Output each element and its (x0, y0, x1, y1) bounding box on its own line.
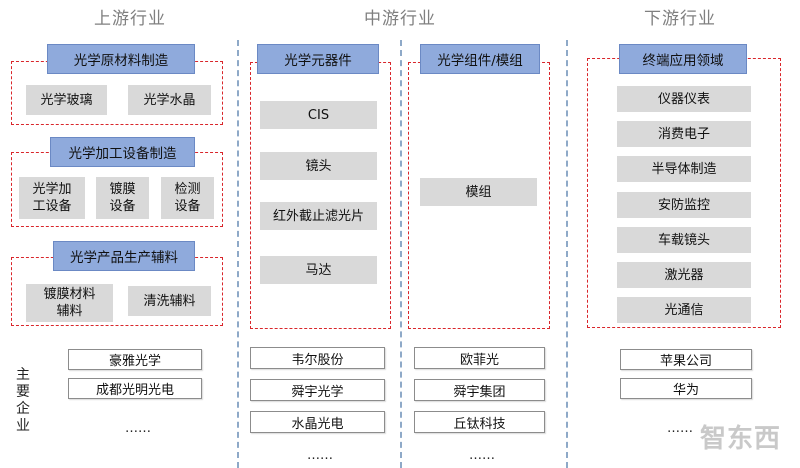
component-item-cis: CIS (260, 101, 377, 129)
separator-right (566, 40, 568, 468)
raw-materials-header: 光学原材料制造 (47, 44, 195, 74)
company-apple: 苹果公司 (620, 349, 752, 370)
equipment-item-testing: 检测 设备 (161, 177, 214, 219)
separator-left (237, 40, 239, 468)
company-will-semi: 韦尔股份 (250, 347, 385, 369)
components-header: 光学元器件 (257, 44, 379, 74)
equipment-item-processing: 光学加 工设备 (19, 177, 85, 219)
watermark-logo: 智东西 (700, 424, 782, 454)
downstream-companies-ellipsis: …… (667, 421, 693, 436)
upstream-title: 上游行业 (94, 9, 166, 29)
company-hoya: 豪雅光学 (68, 349, 202, 370)
component-item-ir-filter: 红外截止滤光片 (260, 202, 377, 230)
raw-material-item-crystal: 光学水晶 (128, 85, 211, 115)
equipment-header: 光学加工设备制造 (50, 137, 195, 167)
downstream-item-semiconductor: 半导体制造 (617, 156, 751, 182)
downstream-item-security: 安防监控 (617, 192, 751, 218)
auxiliary-item-cleaning: 清洗辅料 (128, 286, 211, 316)
downstream-item-vehicle-lens: 车载镜头 (617, 227, 751, 253)
company-cdgm: 成都光明光电 (68, 378, 202, 399)
main-companies-label: 主要企业 (16, 367, 30, 434)
module-item: 模组 (420, 178, 537, 206)
company-o-film: 欧菲光 (414, 347, 545, 369)
company-huawei: 华为 (620, 378, 752, 399)
company-sunny-optical: 舜宇光学 (250, 379, 385, 401)
downstream-item-laser: 激光器 (617, 262, 751, 288)
component-item-motor: 马达 (260, 256, 377, 284)
auxiliary-item-coating-materials: 镀膜材料 辅料 (26, 284, 113, 322)
downstream-item-consumer-electronics: 消费电子 (617, 121, 751, 147)
component-item-lens: 镜头 (260, 152, 377, 180)
company-crystal-optech: 水晶光电 (250, 411, 385, 433)
auxiliaries-header: 光学产品生产辅料 (53, 241, 195, 271)
upstream-companies-ellipsis: …… (125, 421, 151, 436)
separator-middle (400, 40, 402, 468)
midstream-title: 中游行业 (364, 9, 436, 29)
downstream-item-optical-comm: 光通信 (617, 297, 751, 323)
downstream-title: 下游行业 (644, 9, 716, 29)
downstream-header: 终端应用领域 (619, 44, 747, 74)
modules-header: 光学组件/模组 (420, 44, 540, 74)
raw-material-item-glass: 光学玻璃 (26, 85, 107, 115)
downstream-item-instruments: 仪器仪表 (617, 86, 751, 112)
components-companies-ellipsis: …… (307, 448, 333, 463)
modules-companies-ellipsis: …… (469, 448, 495, 463)
company-q-tech: 丘钛科技 (414, 411, 545, 433)
company-sunny-group: 舜宇集团 (414, 379, 545, 401)
equipment-item-coating: 镀膜 设备 (96, 177, 149, 219)
